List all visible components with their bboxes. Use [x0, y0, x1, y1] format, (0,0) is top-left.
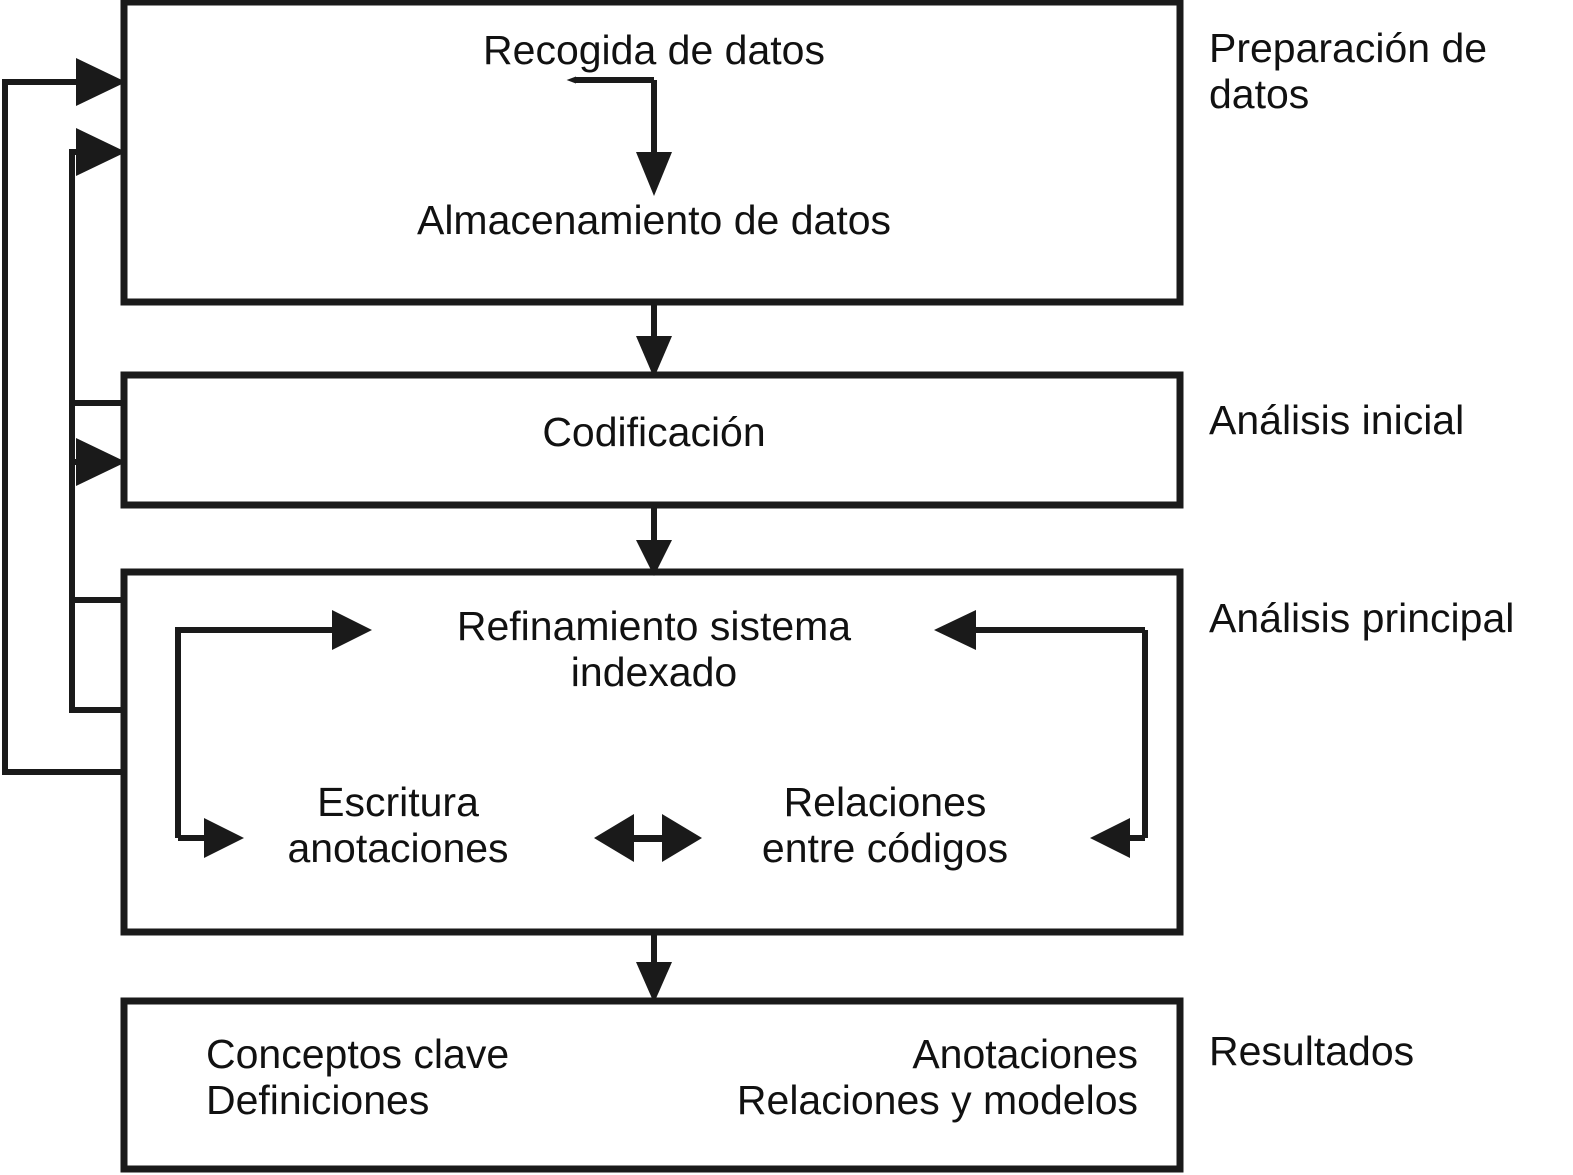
flow-arrows — [636, 80, 672, 1003]
arrow-recogida-almacenamiento — [636, 80, 672, 196]
box-analisis-inicial — [120, 371, 1184, 509]
stage-label-preparacion-de-datos: Preparación de datos — [1209, 25, 1488, 117]
arrow-preparacion-codificacion — [636, 302, 672, 378]
arrow-codificacion-principal — [636, 505, 672, 576]
feedback-loops — [2, 79, 124, 775]
feedback-arrowhead-top — [76, 58, 126, 106]
double-arrow-escritura-relaciones — [594, 814, 702, 862]
inner-loop-right — [934, 610, 1148, 858]
stage-label-analisis-inicial: Análisis inicial — [1209, 397, 1465, 443]
node-escritura-anotaciones: Escritura anotaciones — [287, 779, 509, 871]
feedback-line-middle — [69, 149, 124, 713]
node-relaciones-entre-codigos: Relaciones entre códigos — [761, 779, 1009, 871]
feedback-line-outer — [2, 79, 124, 775]
feedback-line-inner — [69, 459, 124, 603]
inner-loop-left — [175, 610, 372, 858]
feedback-arrowhead-third — [76, 438, 126, 486]
node-refinamiento-sistema-indexado: Refinamiento sistema indexado — [456, 603, 852, 695]
node-conceptos-clave-definiciones: Conceptos clave Definiciones — [206, 1031, 510, 1123]
node-codificacion: Codificación — [542, 409, 766, 455]
arrow-principal-resultados — [636, 932, 672, 1003]
feedback-line-codificacion-up — [69, 152, 124, 406]
feedback-arrowheads — [76, 58, 126, 486]
node-almacenamiento-de-datos: Almacenamiento de datos — [416, 197, 892, 243]
stage-label-analisis-principal: Análisis principal — [1209, 595, 1515, 641]
box-resultados — [120, 997, 1184, 1173]
node-anotaciones-relaciones-modelos: Anotaciones Relaciones y modelos — [736, 1031, 1138, 1123]
stage-label-resultados: Resultados — [1209, 1028, 1415, 1074]
node-recogida-de-datos: Recogida de datos — [483, 27, 825, 73]
feedback-arrowhead-second — [76, 128, 126, 176]
